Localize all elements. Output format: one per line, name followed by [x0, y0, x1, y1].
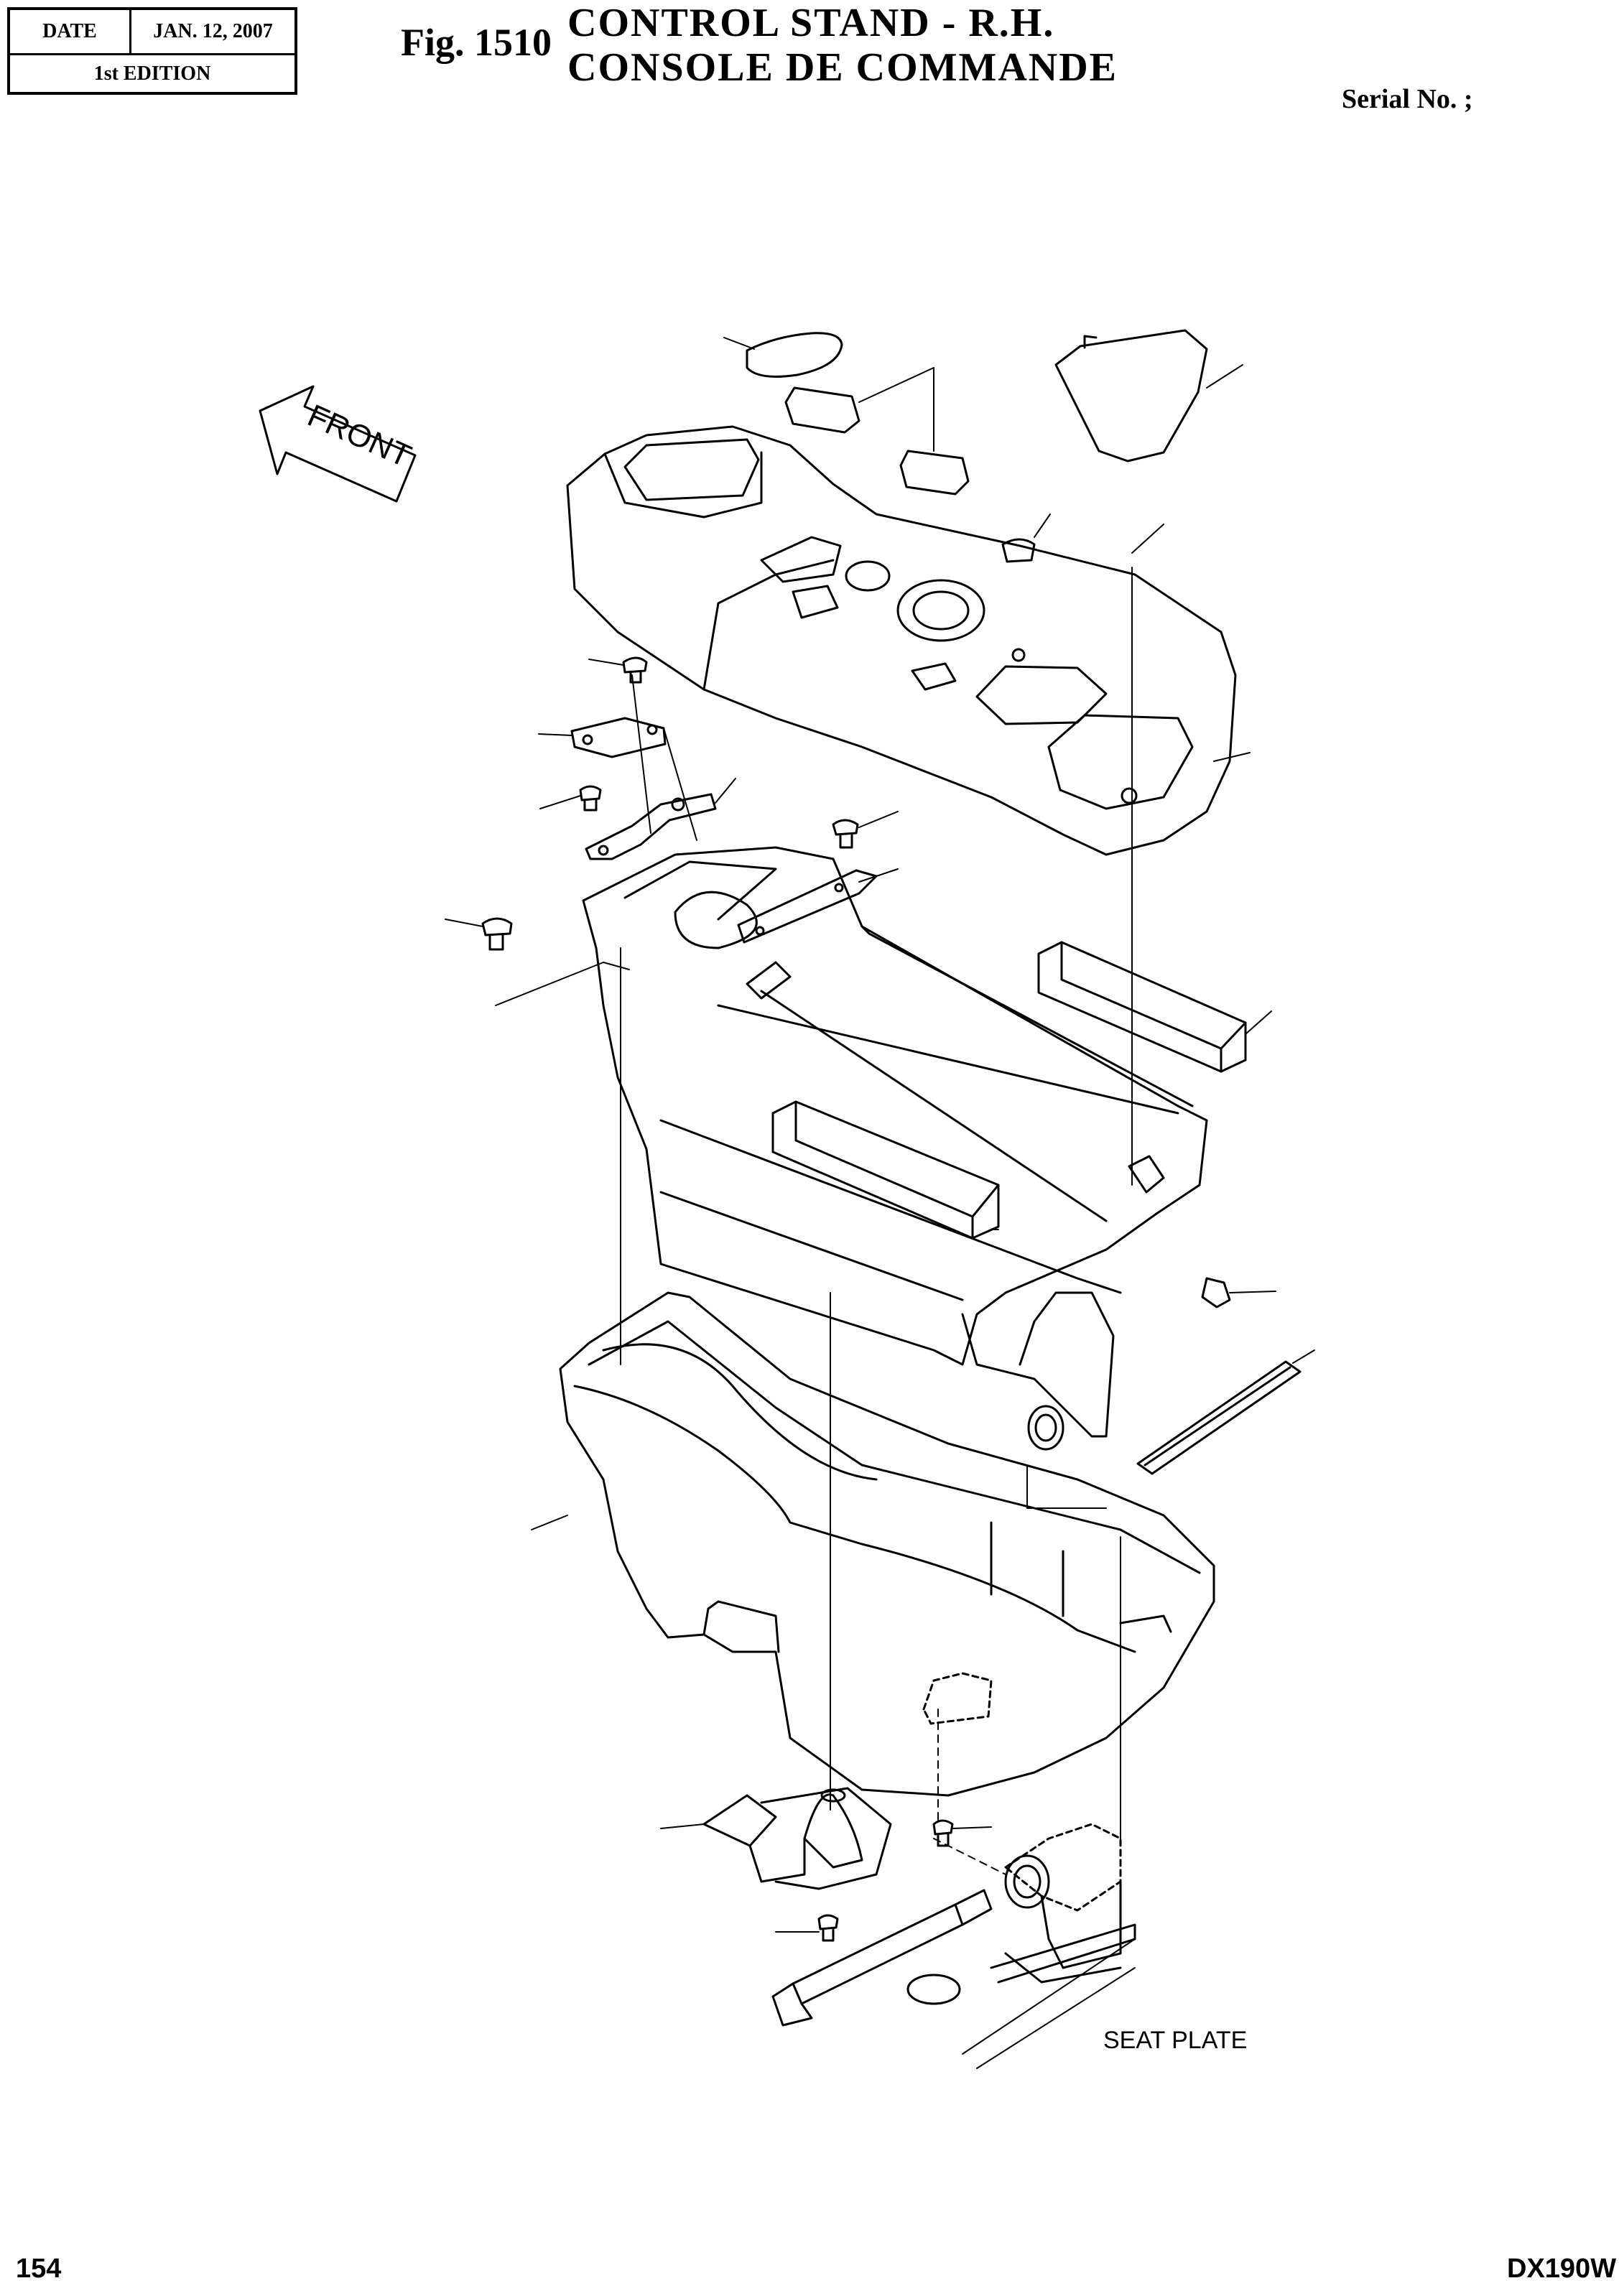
cap-parts	[746, 329, 1208, 563]
serial-number-label: Serial No. ;	[1342, 84, 1473, 114]
lower-console-body	[531, 1291, 1215, 1797]
edition-box: DATE JAN. 12, 2007 1st EDITION	[7, 7, 297, 95]
seat-plate-label: SEAT PLATE	[1103, 2027, 1248, 2054]
hinge-assembly	[771, 1823, 1136, 2069]
page-number: 154	[16, 2254, 62, 2284]
date-label: DATE	[10, 10, 131, 53]
figure-number: Fig. 1510	[401, 21, 552, 64]
edition-label: 1st EDITION	[93, 62, 211, 85]
date-row: DATE JAN. 12, 2007	[10, 10, 294, 55]
console-frame	[582, 846, 1208, 1451]
front-arrow: FRONT	[259, 385, 417, 503]
guide-lines	[620, 567, 1133, 1875]
leader-lines-left	[445, 659, 1276, 1293]
bottom-mount	[660, 1787, 992, 1942]
title-english: CONTROL STAND - R.H.	[567, 1, 1055, 45]
model-number: DX190W	[1507, 2254, 1617, 2284]
title-french: CONSOLE DE COMMANDE	[567, 45, 1118, 90]
date-value: JAN. 12, 2007	[153, 20, 273, 42]
upper-console-cover	[566, 425, 1251, 856]
front-label: FRONT	[302, 398, 416, 474]
seal-strip	[1136, 1349, 1315, 1475]
leader-lines-top	[723, 337, 1243, 554]
screws-and-brackets	[481, 656, 1231, 1309]
foam-strips	[771, 941, 1272, 1240]
